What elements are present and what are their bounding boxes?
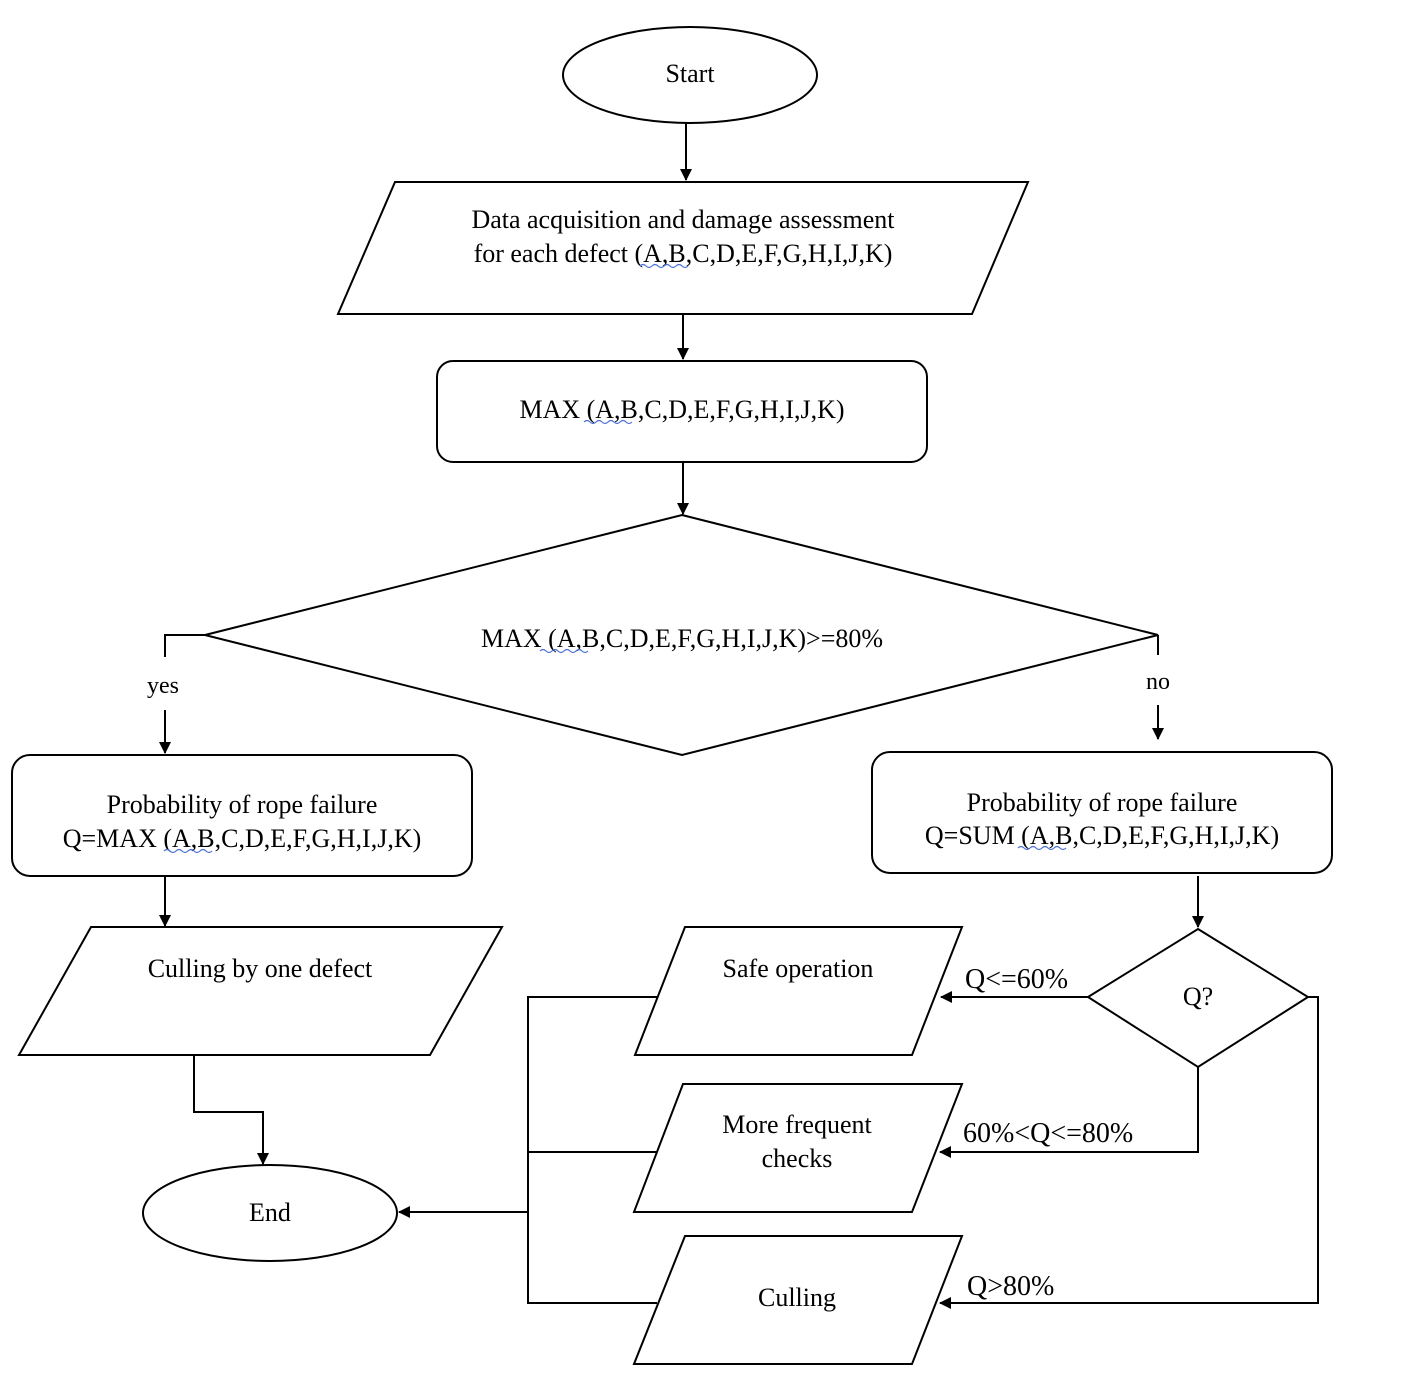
connector-outcomes-bus	[527, 996, 657, 1304]
data-acquisition-node: Data acquisition and damage assessment f…	[336, 181, 1030, 315]
start-label: Start	[665, 59, 715, 88]
prob-max-line1: Probability of rope failure	[107, 790, 378, 819]
prob-sum-line1: Probability of rope failure	[967, 788, 1238, 817]
culling-label: Culling	[758, 1283, 836, 1312]
data-acquisition-line1: Data acquisition and damage assessment	[471, 205, 895, 234]
end-node: End	[142, 1164, 398, 1262]
prob-max-node: Probability of rope failure Q=MAX (A,B,C…	[11, 754, 473, 877]
spellcheck-underline	[1017, 845, 1067, 851]
frequent-checks-node: More frequent checks	[632, 1083, 964, 1213]
q-high-label: Q>80%	[967, 1271, 1054, 1302]
connector-culling-one-to-end	[193, 1055, 269, 1165]
q-mid-label: 60%<Q<=80%	[963, 1118, 1133, 1149]
safe-operation-label: Safe operation	[723, 954, 874, 983]
culling-one-defect-node: Culling by one defect	[17, 926, 504, 1056]
data-acquisition-line2: for each defect (A,B,C,D,E,F,G,H,I,J,K)	[474, 239, 893, 268]
spellcheck-underline	[539, 648, 589, 654]
max-step-label: MAX (A,B,C,D,E,F,G,H,I,J,K)	[519, 395, 844, 424]
spellcheck-underline	[639, 263, 689, 269]
spellcheck-underline	[583, 419, 633, 425]
connector-yes-upper	[164, 634, 205, 657]
culling-one-defect-label: Culling by one defect	[148, 954, 373, 983]
max-step-node: MAX (A,B,C,D,E,F,G,H,I,J,K)	[436, 360, 928, 463]
decision-q-node: Q?	[1086, 927, 1310, 1069]
no-label: no	[1146, 669, 1170, 695]
decision-max-node: MAX (A,B,C,D,E,F,G,H,I,J,K)>=80%	[204, 513, 1159, 757]
q-low-label: Q<=60%	[965, 964, 1068, 995]
spellcheck-underline	[163, 848, 213, 854]
culling-node: Culling	[632, 1235, 964, 1365]
safe-operation-node: Safe operation	[633, 926, 964, 1056]
prob-sum-node: Probability of rope failure Q=SUM (A,B,C…	[871, 751, 1333, 874]
yes-label: yes	[147, 673, 179, 699]
frequent-checks-line2: checks	[762, 1144, 833, 1173]
decision-q-label: Q?	[1183, 982, 1213, 1011]
prob-sum-line2: Q=SUM (A,B,C,D,E,F,G,H,I,J,K)	[925, 821, 1279, 850]
decision-max-label: MAX (A,B,C,D,E,F,G,H,I,J,K)>=80%	[481, 624, 883, 653]
end-label: End	[249, 1198, 291, 1227]
connector-q-to-checks	[939, 1067, 1199, 1158]
frequent-checks-line1: More frequent	[722, 1110, 872, 1139]
start-node: Start	[562, 26, 818, 124]
prob-max-line2: Q=MAX (A,B,C,D,E,F,G,H,I,J,K)	[63, 824, 422, 853]
connector-q-to-culling	[939, 996, 1319, 1309]
